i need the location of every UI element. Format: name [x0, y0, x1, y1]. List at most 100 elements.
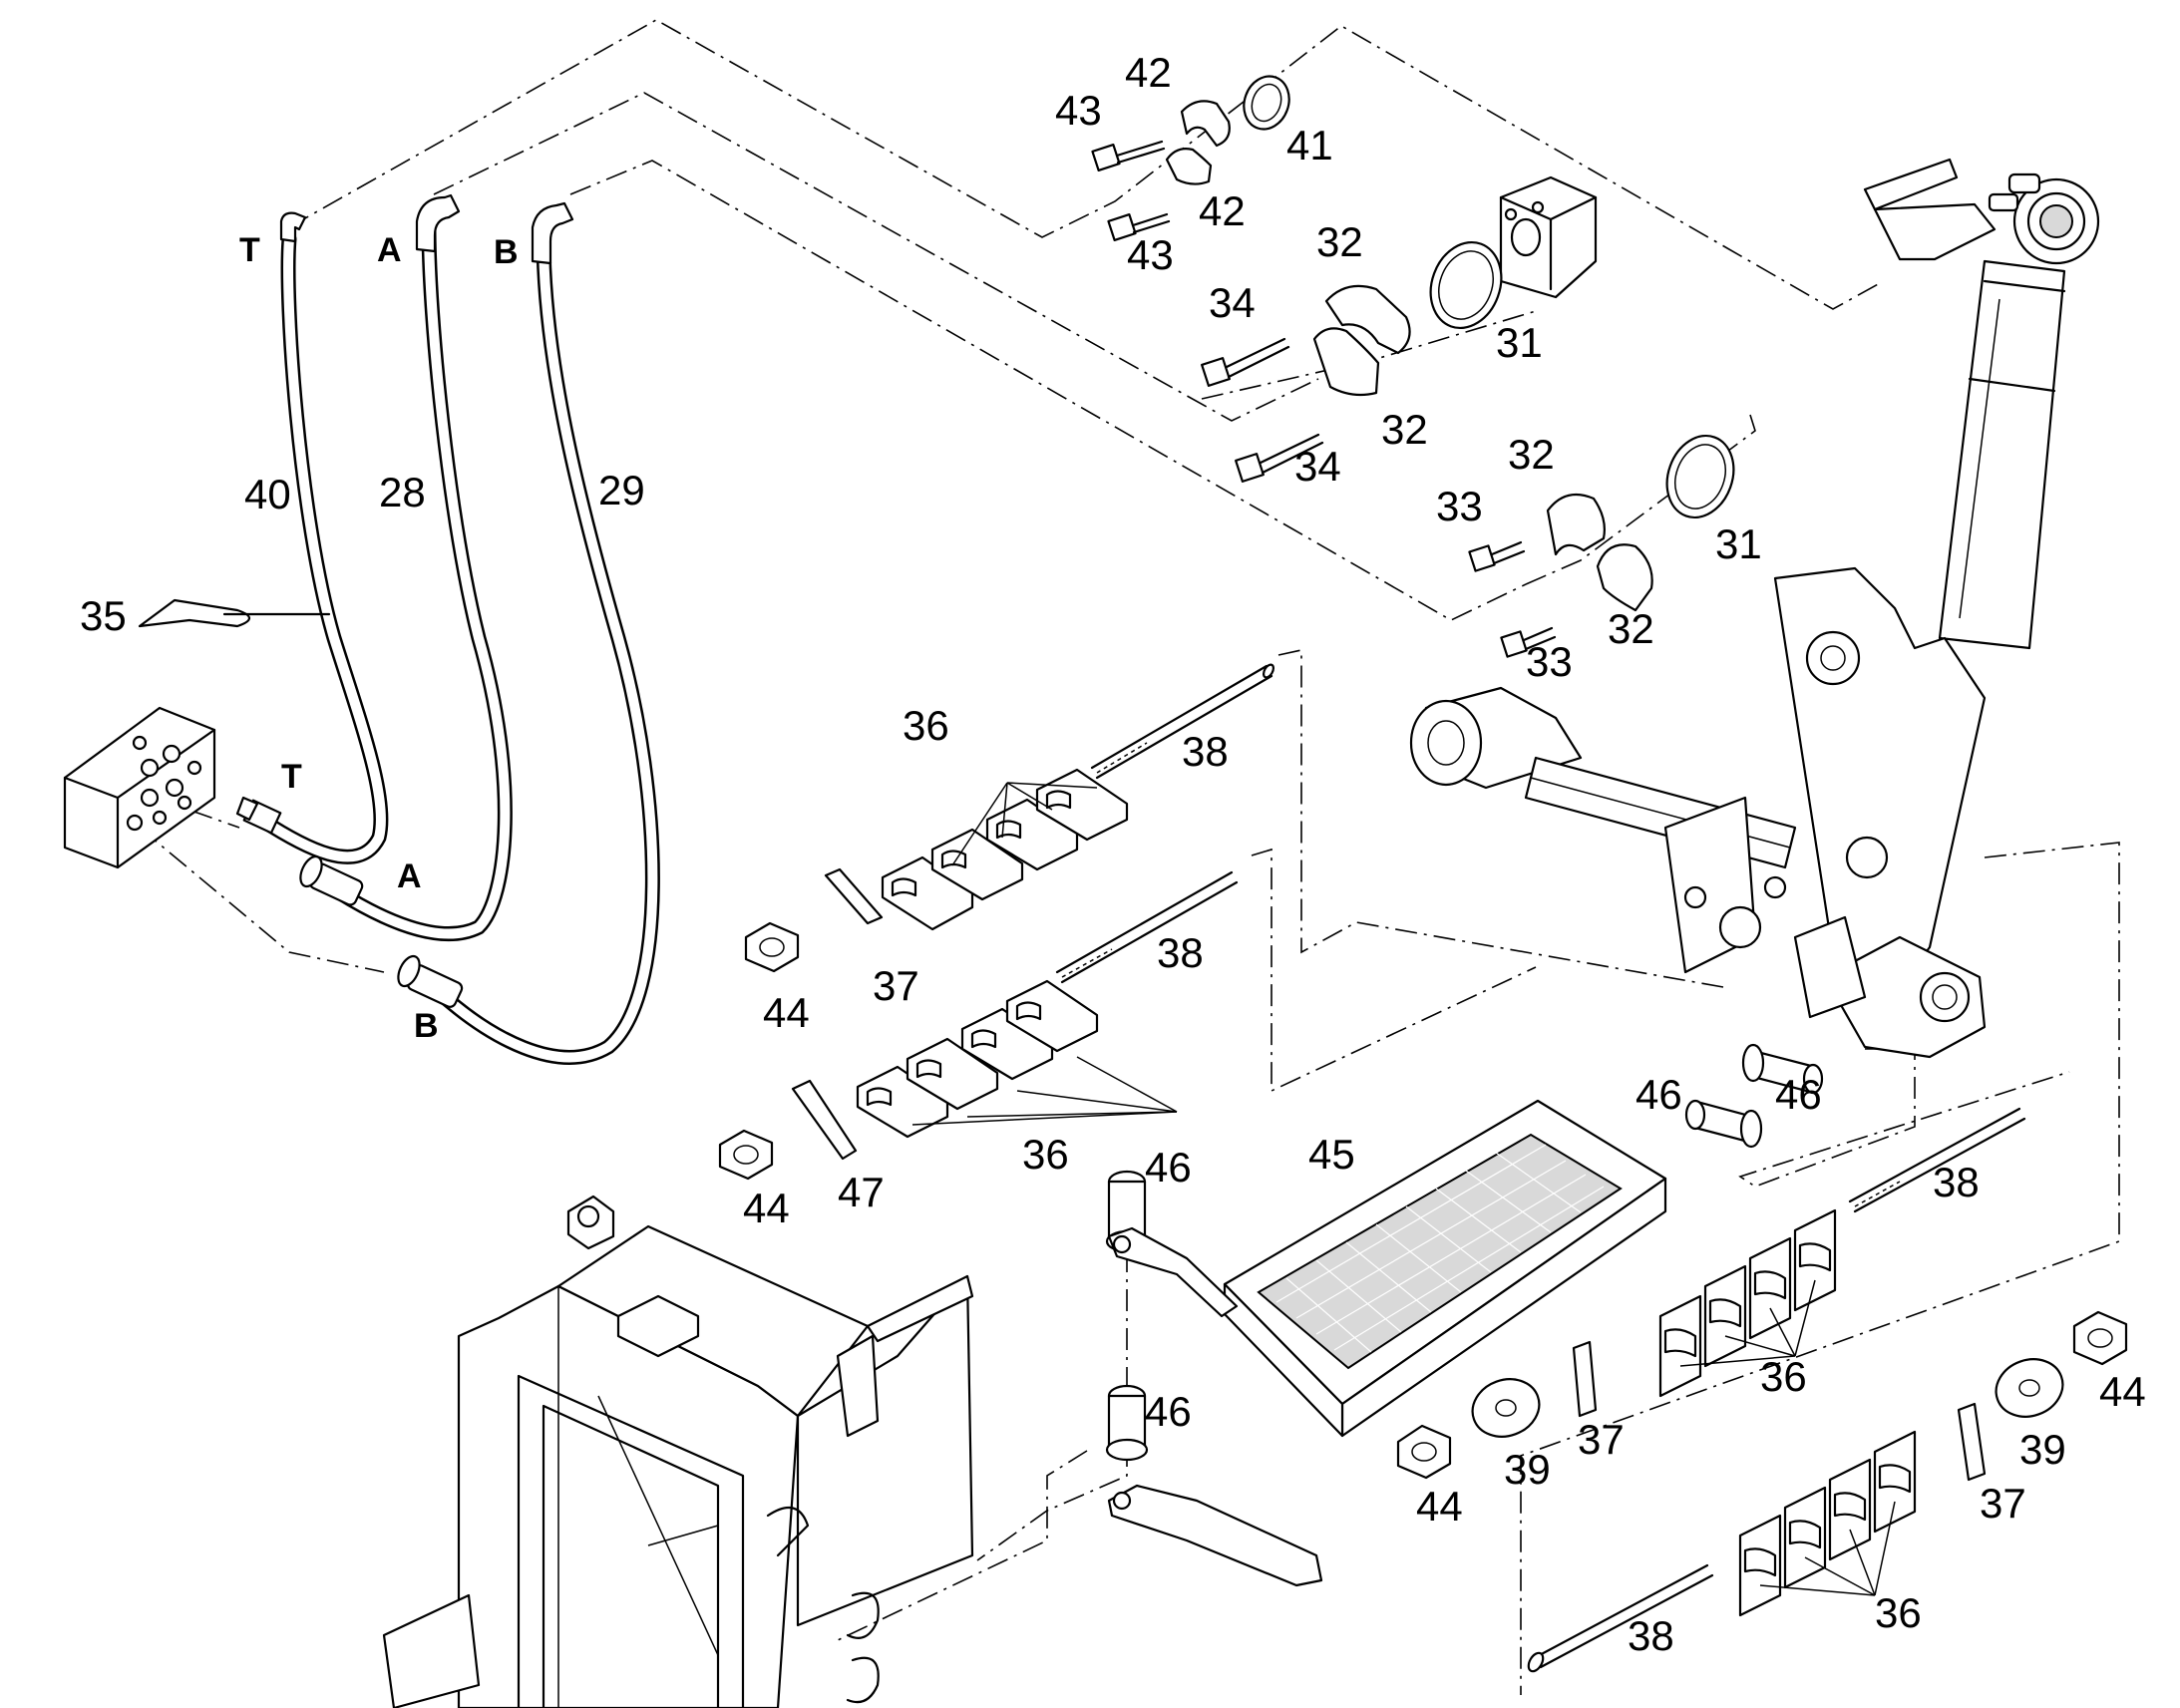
callout-46-c: 46: [1775, 1071, 1822, 1118]
callout-labels: 40 28 29 35 42 43 41 42 43 32 34 31 34 3…: [80, 49, 2146, 1659]
callout-46-a: 46: [1145, 1144, 1192, 1191]
elbow-fitting-b: [531, 201, 574, 265]
alignment-line-t: [288, 19, 1881, 310]
alignment-line-right-frame: [1520, 842, 2120, 1695]
flange-half-42-lower: [1165, 148, 1213, 185]
alignment-line-step-pins: [976, 1173, 1128, 1561]
alignment-line-rod-mid: [1251, 848, 1537, 1093]
callout-31-upper: 31: [1496, 319, 1543, 366]
callout-34-upper: 34: [1209, 279, 1256, 326]
clamp-half-36-a: [881, 855, 974, 931]
callout-46-d: 46: [1145, 1388, 1192, 1435]
plate-37-right-lower: [1957, 1402, 1987, 1482]
callout-32-d: 32: [1608, 605, 1654, 652]
boom-cylinder-assembly: [1409, 158, 2100, 1059]
nut-44-right-upper: [1396, 1424, 1452, 1480]
elbow-fitting-a: [415, 193, 461, 253]
bolt-34-lower: [1235, 433, 1324, 483]
callout-32-b: 32: [1381, 406, 1428, 453]
alignment-line-manifold-b: [139, 827, 385, 973]
pin-46-d: [1684, 1099, 1763, 1149]
valve-manifold: [63, 706, 216, 869]
clamp-half-36-d: [1035, 768, 1129, 842]
threaded-rod-38-middle: [1055, 870, 1239, 984]
callout-28: 28: [379, 469, 426, 515]
callout-38-right-upper: 38: [1933, 1159, 1980, 1205]
callout-38-upper: 38: [1182, 728, 1229, 775]
callout-33-upper: 33: [1436, 483, 1483, 529]
callout-45: 45: [1308, 1131, 1355, 1178]
alignment-line-b: [569, 160, 1527, 621]
callout-39-right-lower: 39: [2019, 1426, 2066, 1473]
clamp-half-36-p: [1873, 1430, 1917, 1534]
nut-44-upper: [744, 921, 800, 973]
port-label-b-bottom: B: [414, 1007, 439, 1045]
bolt-34-upper: [1201, 337, 1290, 387]
bolt-33-upper: [1468, 540, 1526, 572]
flange-half-42-upper: [1180, 100, 1231, 148]
clamp-set-right-upper: [1396, 1107, 2026, 1480]
callout-33-lower: 33: [1526, 638, 1573, 685]
callout-36-upper: 36: [903, 702, 949, 749]
bolt-43-upper: [1091, 140, 1166, 172]
fitting-b-bottom: [397, 954, 464, 1008]
port-label-a-bottom: A: [397, 857, 422, 895]
threaded-rod-38-upper: [1090, 663, 1275, 780]
clamp-half-36-b: [930, 828, 1024, 901]
bolt-33-lower: [1500, 626, 1557, 658]
callout-40: 40: [244, 471, 291, 517]
callout-36-middle: 36: [1022, 1131, 1069, 1178]
alignment-line-flange-stack: [1201, 310, 1537, 400]
callout-46-b: 46: [1635, 1071, 1682, 1118]
flange-half-32-lower: [1312, 327, 1380, 397]
callout-44-middle: 44: [743, 1185, 790, 1231]
callout-42-lower: 42: [1199, 187, 1246, 234]
step-45: [1107, 1099, 1667, 1587]
callout-32-c: 32: [1508, 431, 1555, 478]
alignment-line-a: [433, 92, 1319, 422]
callout-43-upper: 43: [1055, 87, 1102, 134]
callout-41: 41: [1286, 122, 1333, 169]
callout-31-lower: 31: [1715, 520, 1762, 567]
clamp-half-36-e: [856, 1065, 949, 1139]
callout-43-lower: 43: [1127, 231, 1174, 278]
hoses: [235, 193, 660, 1065]
callout-44-right-upper: 44: [1416, 1483, 1463, 1530]
clamp-half-36-h: [1005, 979, 1099, 1053]
clamp-half-36-l: [1793, 1208, 1837, 1312]
callout-38-right-lower: 38: [1628, 1612, 1674, 1659]
flange-group-top: [1091, 75, 1290, 242]
callout-34-lower: 34: [1294, 443, 1341, 490]
seal-ring-31-lower: [1665, 434, 1735, 519]
clamp-half-36-f: [906, 1037, 999, 1111]
callout-44-right-lower: 44: [2099, 1368, 2146, 1415]
plate-47: [791, 1079, 858, 1161]
nut-44-right-lower: [2072, 1310, 2128, 1366]
clamp-half-36-g: [960, 1007, 1054, 1081]
port-label-t-top: T: [239, 231, 260, 269]
port-label-b-top: B: [494, 233, 519, 271]
alignment-line-step-bottom: [837, 1450, 1088, 1641]
clamp-half-36-i: [1658, 1294, 1702, 1398]
callout-39-right-upper: 39: [1504, 1446, 1551, 1493]
clamp-half-36-j: [1703, 1264, 1747, 1368]
clamp-half-36-k: [1748, 1236, 1792, 1340]
port-label-a-top: A: [377, 231, 402, 269]
fitting-t-bottom: [235, 796, 282, 835]
cab-frame: [382, 1195, 974, 1708]
callout-38-middle: 38: [1157, 929, 1204, 976]
flange-half-32-c: [1546, 493, 1606, 556]
flange-half-32-upper: [1324, 284, 1411, 355]
washer-39-right-lower: [1995, 1358, 2064, 1418]
pin-46-b: [1105, 1384, 1149, 1462]
port-label-t-bottom: T: [281, 758, 302, 796]
cable-tie: [138, 598, 331, 628]
flange-group-lower: [1468, 434, 1735, 658]
callout-44-upper: 44: [763, 989, 810, 1036]
callout-32-a: 32: [1316, 218, 1363, 265]
alignment-line-rod-top: [1277, 649, 1724, 988]
clamp-half-36-n: [1783, 1486, 1827, 1589]
bolt-43-lower: [1107, 212, 1171, 242]
flange-adapter-block: [1499, 175, 1598, 299]
